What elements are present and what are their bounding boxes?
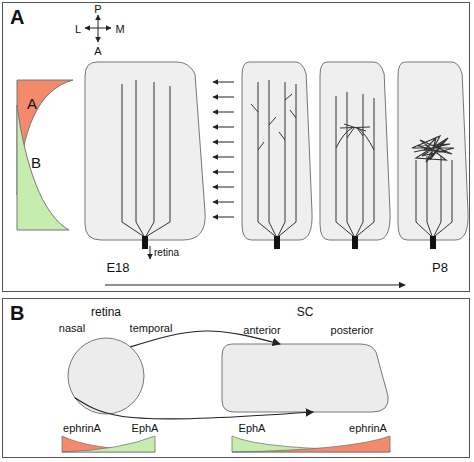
colliculus-outline	[85, 62, 468, 240]
colliculus-shape-outline	[222, 344, 388, 412]
tissue-label: retina	[154, 247, 179, 258]
expression-gradient	[62, 436, 390, 452]
axis-label: A	[94, 45, 101, 57]
gradient-shape-outline	[17, 105, 69, 230]
retina-arrow	[150, 246, 151, 259]
axis-label: anterior	[243, 324, 280, 336]
node-heading: retina	[68, 306, 144, 319]
gradient-letter: A	[27, 96, 37, 113]
panel-letter: A	[10, 6, 24, 28]
projection-arrow	[75, 398, 313, 419]
axis-label: L	[75, 23, 81, 35]
stage-label: E18	[106, 261, 129, 275]
axis-label: M	[115, 23, 124, 35]
molecule-label: ephrinA	[63, 422, 101, 434]
axis-label: temporal	[130, 322, 173, 334]
molecule-label: ephrinA	[349, 422, 387, 434]
time-arrow	[105, 284, 405, 285]
gradient-letter: B	[31, 155, 41, 172]
retina-circle: retina	[68, 338, 144, 414]
gradient-shape: B	[17, 105, 69, 230]
optic-tract	[142, 236, 436, 249]
stage-label: P8	[432, 261, 448, 275]
retina-circle-path	[68, 338, 144, 414]
compass	[85, 15, 111, 42]
axon	[122, 80, 454, 236]
axis-label: P	[94, 3, 101, 15]
gradient-shape-path	[17, 105, 69, 230]
projection-arrow	[130, 331, 280, 347]
retina-circle-outline	[68, 338, 144, 414]
panel-frame: A A B	[2, 2, 470, 292]
molecule-label: EphA	[132, 422, 159, 434]
molecule-label: EphA	[239, 422, 266, 434]
colliculus-shape-path	[222, 344, 388, 412]
node-heading: SC	[222, 306, 388, 319]
axis-label: posterior	[331, 324, 374, 336]
gradient-arrow	[213, 82, 234, 217]
colliculus-shape: SC	[222, 344, 388, 412]
axis-label: nasal	[59, 322, 85, 334]
panel-letter: B	[10, 302, 24, 324]
